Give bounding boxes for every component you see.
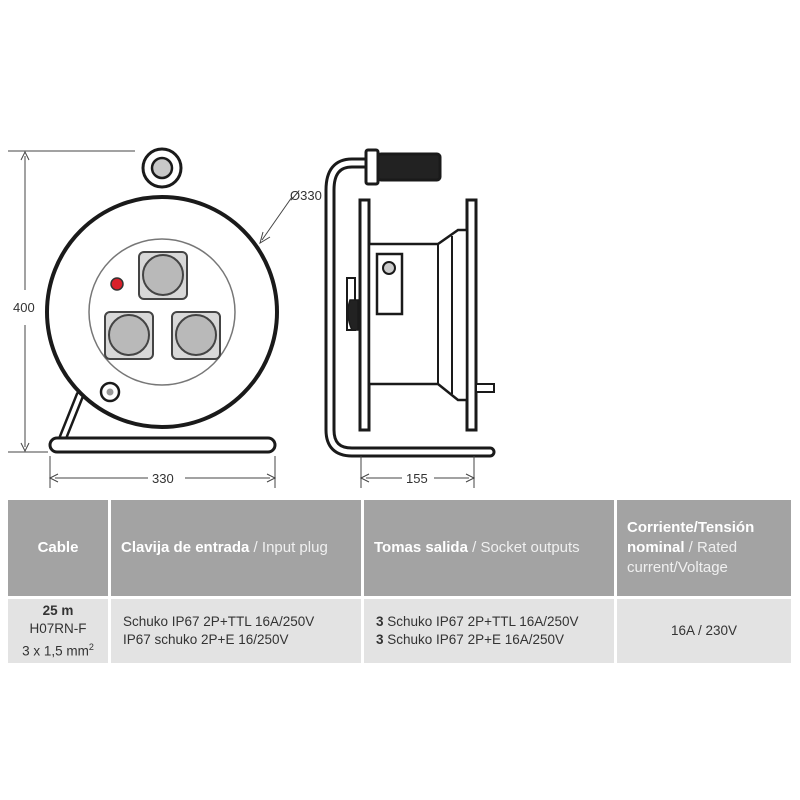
front-handle-inner [150,156,174,180]
thermal-indicator-light [110,277,124,291]
table-row: 25 m H07RN-F 3 x 1,5 mm2 Schuko IP67 2P+… [8,599,791,663]
header-socket-outputs: Tomas salida / Socket outputs [364,500,614,599]
socket-bottom-right [171,311,221,360]
cable-length: 25 m [42,602,74,618]
socket-line-1: 3 Schuko IP67 2P+TTL 16A/250V [376,614,579,629]
socket-line-2: 3 Schuko IP67 2P+E 16A/250V [376,632,565,647]
socket-bottom-left [104,311,154,360]
technical-drawing: 400 330 Ø330 155 [8,147,496,488]
side-flange-left [358,198,371,432]
front-stand-leg-inner [60,393,82,442]
cable-section: 3 x 1,5 mm2 [22,641,94,659]
front-view [45,147,279,454]
cell-cable: 25 m H07RN-F 3 x 1,5 mm2 [8,599,108,663]
input-plug-line-2: IP67 schuko 2P+E 16/250V [123,632,289,647]
socket-top [138,251,188,300]
front-stand-base [48,436,277,454]
side-view [324,148,496,458]
header-cable: Cable [8,500,108,599]
header-input-plug: Clavija de entrada / Input plug [111,500,361,599]
height-dimension-label: 400 [13,300,35,315]
depth-dimension-label: 155 [406,471,428,486]
front-dimensions [8,150,293,488]
cell-input-plug: Schuko IP67 2P+TTL 16A/250V IP67 schuko … [111,599,361,663]
input-plug-line-1: Schuko IP67 2P+TTL 16A/250V [123,614,315,629]
width-dimension-label: 330 [152,471,174,486]
side-dimensions [359,456,476,488]
specifications-table: Cable Clavija de entrada / Input plug To… [5,500,794,663]
header-rated-current: Corriente/Tensión nominal / Rated curren… [617,500,791,599]
diameter-dimension-label: Ø330 [290,188,322,203]
side-handle-collar [364,148,380,186]
side-crank-stub [475,383,495,393]
side-handle-grip [376,152,442,182]
cell-socket-outputs: 3 Schuko IP67 2P+TTL 16A/250V 3 Schuko I… [364,599,614,663]
table-header-row: Cable Clavija de entrada / Input plug To… [8,500,791,599]
cell-rating: 16A / 230V [617,599,791,663]
cable-type: H07RN-F [29,620,87,636]
side-flange-right [465,198,478,432]
